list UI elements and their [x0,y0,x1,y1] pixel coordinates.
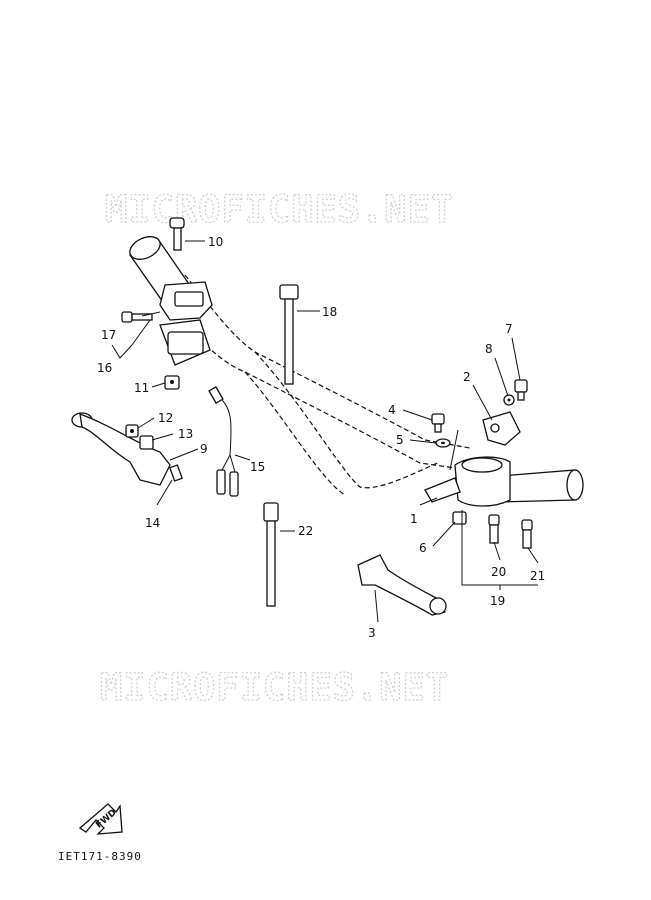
callout-15: 15 [250,460,265,474]
callout-2: 2 [463,370,471,384]
screw-7 [514,379,528,401]
callout-16: 16 [97,361,112,375]
nut-6 [452,511,467,525]
bolt-12 [125,424,139,438]
callout-10: 10 [208,235,223,249]
right-lever-3 [357,554,447,616]
leader-lines [111,240,539,623]
fwd-arrow-icon: FWD [78,803,123,835]
right-switch-housing [454,456,511,507]
bracket-1 [424,477,461,503]
nut-13 [139,435,154,450]
callout-19: 19 [490,594,505,608]
callout-20: 20 [491,565,506,579]
wire-lead-15 [208,386,239,497]
washer-5 [435,438,451,448]
screw-17 [121,311,153,323]
bolt-14 [169,464,183,482]
left-switch-assembly [159,281,213,366]
right-grip [499,469,584,503]
screw-21 [521,519,533,549]
screw-4 [431,413,445,433]
callout-3: 3 [368,626,376,640]
cable-tie-18 [279,284,299,385]
callout-21: 21 [530,569,545,583]
screw-10 [169,217,185,251]
callout-22: 22 [298,524,313,538]
callout-8: 8 [485,342,493,356]
callout-13: 13 [178,427,193,441]
drawing-code: IET171-8390 [58,850,142,863]
left-lever-9 [71,412,171,486]
cable-tie-22 [263,502,279,607]
callout-17: 17 [101,328,116,342]
washer-8 [503,394,515,406]
watermark-top: MICROFICHES.NET [105,188,454,231]
callout-14: 14 [145,516,160,530]
callout-9: 9 [200,442,208,456]
callout-11: 11 [134,381,149,395]
callout-6: 6 [419,541,427,555]
callout-5: 5 [396,433,404,447]
callouts: 1 2 3 4 5 6 7 8 9 10 11 12 13 14 15 16 1… [97,235,545,640]
callout-4: 4 [388,403,396,417]
screw-20 [488,514,500,544]
lever-holder-2 [482,411,521,446]
callout-7: 7 [505,322,513,336]
callout-1: 1 [410,512,418,526]
callout-12: 12 [158,411,173,425]
nut-11 [164,375,180,390]
watermark-bottom: MICROFICHES.NET [100,666,449,709]
callout-18: 18 [322,305,337,319]
